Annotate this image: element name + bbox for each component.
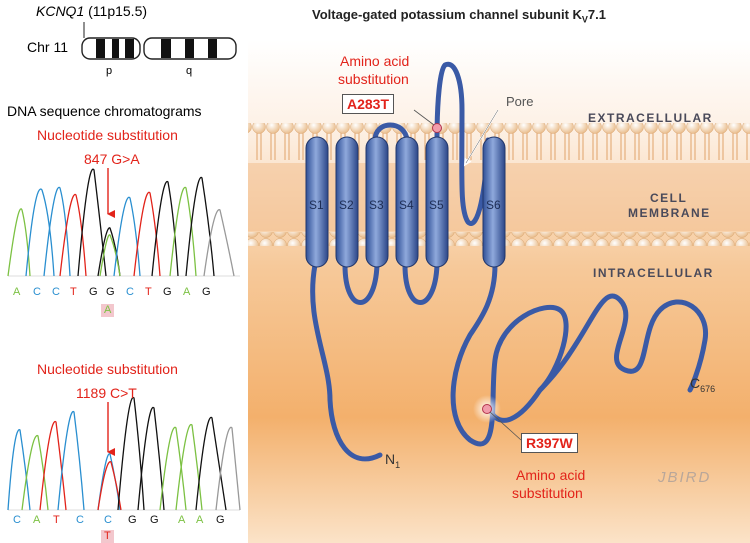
chromatogram-traces — [7, 168, 241, 511]
c-terminus-index: 676 — [700, 383, 716, 394]
chromatogram-2-mutation: 1189 C>T — [76, 385, 137, 401]
n-terminus-label: N1 — [385, 452, 400, 470]
a283t-label-1: Amino acid — [340, 53, 410, 69]
chromatogram-1-mutation: 847 G>A — [84, 151, 140, 167]
base: T — [53, 514, 60, 526]
base: C — [126, 286, 134, 298]
arm-p-label: p — [106, 65, 113, 77]
r397w-label-1: Amino acid — [516, 467, 586, 483]
base: G — [128, 514, 137, 526]
transmembrane-helices — [305, 136, 506, 268]
r397w-code: R397W — [521, 433, 578, 453]
n-terminus-index: 1 — [395, 459, 401, 470]
region-intracellular: INTRACELLULAR — [593, 266, 714, 280]
base: G — [106, 286, 115, 298]
region-membrane-2: MEMBRANE — [628, 206, 711, 220]
base: T — [145, 286, 152, 298]
c-terminus-label: C676 — [690, 376, 715, 394]
region-membrane-1: CELL — [650, 191, 688, 205]
base: A — [33, 514, 41, 526]
title-text: Voltage-gated potassium channel subunit … — [312, 7, 582, 22]
helix-label-s1: S1 — [309, 198, 324, 212]
base: G — [216, 514, 225, 526]
base: C — [76, 514, 84, 526]
base: C — [13, 514, 21, 526]
base: C — [104, 514, 112, 526]
figure-title: Voltage-gated potassium channel subunit … — [312, 8, 606, 25]
chromosome-ideogram — [81, 22, 237, 60]
region-extracellular: EXTRACELLULAR — [588, 111, 713, 125]
chromatogram-2-variant: T — [101, 530, 114, 543]
base: A — [13, 286, 21, 298]
chromatogram-1-variant: A — [101, 304, 115, 317]
helix-label-s6: S6 — [486, 198, 501, 212]
gene-name: KCNQ1 — [36, 3, 85, 19]
gene-locus: (11p15.5) — [88, 3, 148, 19]
base: G — [163, 286, 172, 298]
protein-backbone — [310, 61, 708, 462]
chromatogram-2-trace — [7, 396, 241, 511]
pore-label: Pore — [506, 94, 534, 109]
title-tail: 7.1 — [587, 7, 606, 22]
helix-label-s3: S3 — [369, 198, 384, 212]
base: A — [178, 514, 186, 526]
n-terminus-letter: N — [385, 451, 396, 467]
chromatogram-2-label: Nucleotide substitution — [37, 361, 178, 377]
chromatogram-1-trace — [7, 168, 240, 277]
helix-label-s2: S2 — [339, 198, 354, 212]
mutation-site-a283t — [432, 123, 442, 133]
artist-signature: JBIRD — [658, 469, 712, 486]
base: C — [52, 286, 60, 298]
base: C — [33, 286, 41, 298]
base: G — [150, 514, 159, 526]
arm-q-label: q — [186, 65, 193, 77]
a283t-code: A283T — [342, 94, 395, 114]
base: G — [202, 286, 211, 298]
chromatogram-1-label: Nucleotide substitution — [37, 127, 178, 143]
helix-label-s5: S5 — [429, 198, 444, 212]
base: T — [70, 286, 77, 298]
c-terminus-letter: C — [690, 375, 701, 391]
chromatograms-heading: DNA sequence chromatograms — [7, 103, 202, 119]
mutation-site-r397w — [482, 404, 492, 414]
r397w-label-2: substitution — [512, 485, 583, 501]
base: A — [183, 286, 191, 298]
a283t-label-2: substitution — [338, 71, 409, 87]
chromosome-label: Chr 11 — [27, 39, 68, 55]
base: A — [196, 514, 204, 526]
gene-header: KCNQ1 (11p15.5) — [36, 4, 147, 18]
helix-label-s4: S4 — [399, 198, 414, 212]
title-subscript: V — [581, 14, 588, 25]
base: G — [89, 286, 98, 298]
